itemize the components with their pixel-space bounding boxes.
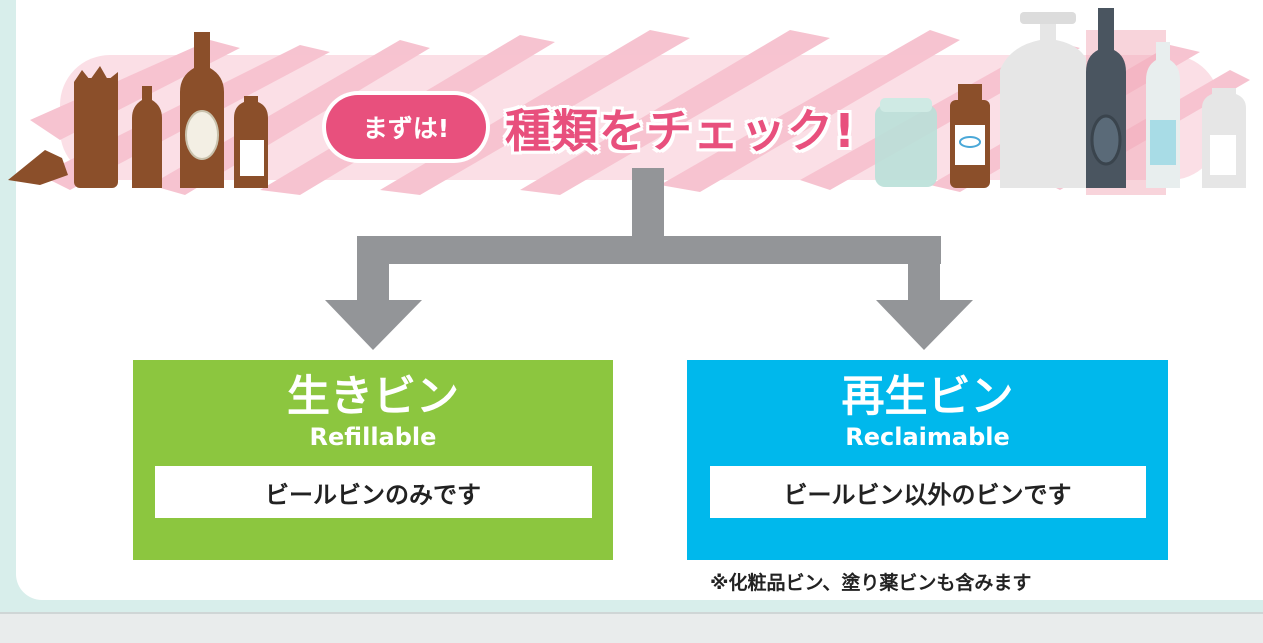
reclaimable-title: 再生ビン (841, 372, 1014, 422)
glass-jar-icon (875, 98, 937, 187)
reclaimable-box: 再生ビン Reclaimable ビールビン以外のビンです (687, 360, 1168, 560)
header-badge: まずは! (326, 95, 486, 159)
reclaimable-description: ビールビン以外のビンです (709, 466, 1146, 518)
jug-icon (1000, 12, 1090, 188)
clear-bottle-icon (1146, 42, 1246, 188)
brown-bottle-icon (8, 32, 268, 188)
medicine-bottle-icon (950, 84, 990, 188)
branch-arrows (325, 168, 973, 350)
reclaimable-subtitle: Reclaimable (845, 423, 1010, 451)
header-title: 種類をチェック! (505, 104, 856, 158)
refillable-box: 生きビン Refillable ビールビンのみです (133, 360, 613, 560)
refillable-description: ビールビンのみです (154, 466, 592, 518)
arrow-left-head (325, 300, 422, 350)
arrow-right-head (876, 300, 973, 350)
bottom-strip (0, 612, 1263, 643)
refillable-subtitle: Refillable (309, 423, 437, 451)
sake-bottle-icon (1086, 8, 1166, 195)
refillable-title: 生きビン (287, 372, 459, 422)
reclaimable-note: ※化粧品ビン、塗り薬ビンも含みます (710, 571, 1032, 594)
